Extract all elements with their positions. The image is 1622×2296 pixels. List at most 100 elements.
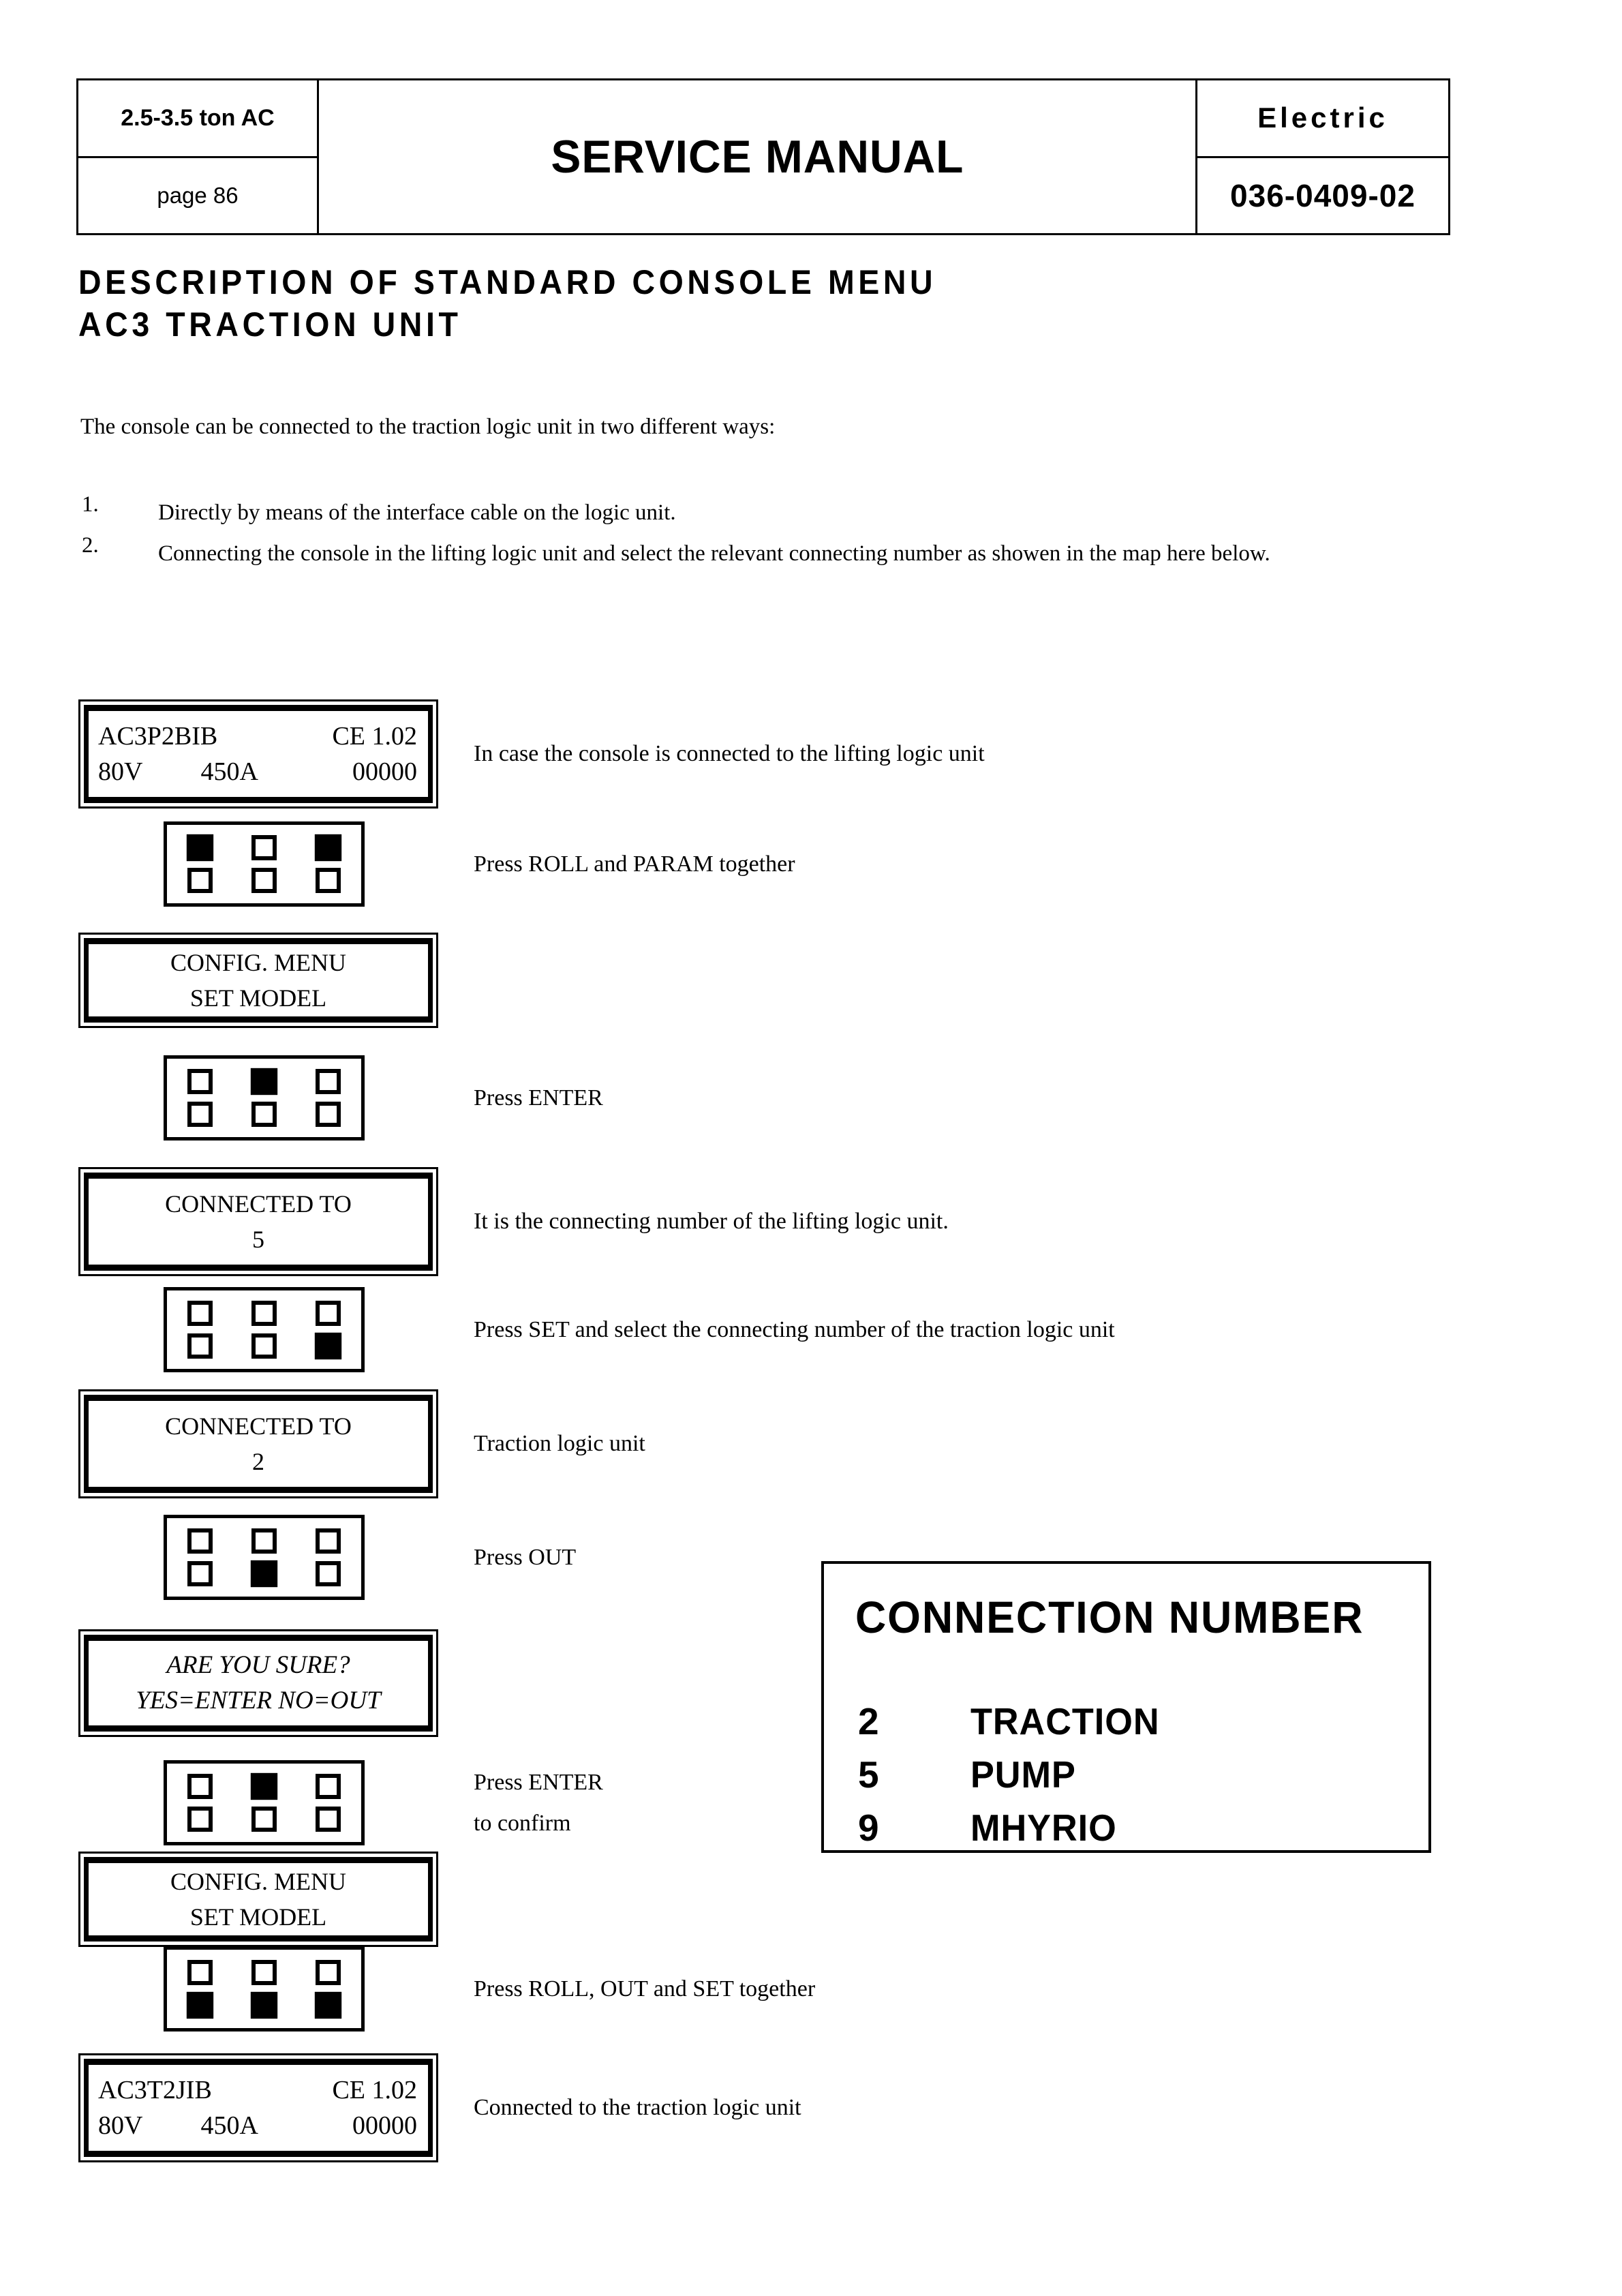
step-caption: Connected to the traction logic unit bbox=[474, 2095, 801, 2120]
list-item-1-number: 1. bbox=[82, 492, 99, 517]
key bbox=[251, 1333, 277, 1359]
step-lcd-lifting: AC3P2BIB CE 1.02 80V 450A 00000 In case … bbox=[78, 699, 1544, 809]
lcd-line1: CONFIG. MENU bbox=[170, 1868, 346, 1895]
step-caption: Press OUT bbox=[474, 1544, 577, 1570]
console-lcd-display: CONFIG. MENU SET MODEL bbox=[78, 933, 438, 1028]
key bbox=[187, 868, 213, 893]
model-cell: 2.5-3.5 ton AC bbox=[78, 80, 317, 158]
lcd-line2: YES=ENTER NO=OUT bbox=[136, 1687, 381, 1715]
lcd-line2: SET MODEL bbox=[189, 1903, 327, 1931]
connection-number-box: CONNECTION NUMBER 2 TRACTION 5 PUMP 9 MH… bbox=[821, 1561, 1431, 1853]
connection-row-pump: 5 PUMP bbox=[858, 1756, 1428, 1794]
key bbox=[316, 1528, 341, 1554]
console-lcd-display: AC3P2BIB CE 1.02 80V 450A 00000 bbox=[78, 699, 438, 809]
list-item-1: 1. Directly by means of the interface ca… bbox=[82, 492, 1494, 533]
lcd-line1: CONFIG. MENU bbox=[170, 949, 346, 976]
console-lcd-display: AC3T2JIB CE 1.02 80V 450A 00000 bbox=[78, 2053, 438, 2162]
section-title-line2: AC3 TRACTION UNIT bbox=[78, 305, 462, 344]
key bbox=[187, 1960, 213, 1985]
doc-number: 036-0409-02 bbox=[1230, 177, 1416, 213]
lcd-line2: SET MODEL bbox=[189, 984, 327, 1012]
key-pressed bbox=[250, 1068, 278, 1096]
step-connected-to-2: CONNECTED TO 2 Traction logic unit bbox=[78, 1389, 1544, 1498]
list-item-2-number: 2. bbox=[82, 533, 99, 558]
step-caption-line2: to confirm bbox=[474, 1810, 571, 1836]
step-press-set: Press SET and select the connecting numb… bbox=[78, 1287, 1544, 1372]
step-caption: Press ROLL, OUT and SET together bbox=[474, 1976, 816, 2002]
console-lcd-display: CONFIG. MENU SET MODEL bbox=[78, 1852, 438, 1947]
console-keypad bbox=[164, 1760, 365, 1845]
doc-number-cell: 036-0409-02 bbox=[1197, 158, 1448, 234]
step-press-enter-confirm: Press ENTER to confirm bbox=[78, 1760, 1544, 1845]
key bbox=[316, 1102, 341, 1127]
lcd-screen: ARE YOU SURE? YES=ENTER NO=OUT bbox=[84, 1635, 433, 1732]
key-pressed bbox=[314, 834, 342, 862]
connection-row-number: 5 bbox=[858, 1753, 879, 1796]
console-keypad bbox=[164, 1055, 365, 1141]
console-keypad bbox=[164, 1287, 365, 1372]
key bbox=[187, 1301, 213, 1326]
lcd-model-text: AC3T2JIB bbox=[98, 2076, 212, 2104]
key bbox=[316, 1960, 341, 1985]
connection-row-traction: 2 TRACTION bbox=[858, 1703, 1428, 1740]
lcd-voltage-text: 80V bbox=[98, 757, 143, 786]
lcd-screen: CONNECTED TO 5 bbox=[84, 1173, 433, 1271]
list-item-2-text: Connecting the console in the lifting lo… bbox=[158, 541, 1270, 566]
connection-row-label: MHYRIO bbox=[970, 1807, 1117, 1849]
key bbox=[251, 1528, 277, 1554]
lcd-version-text: CE 1.02 bbox=[332, 722, 417, 751]
connection-row-number: 2 bbox=[858, 1700, 879, 1742]
model-label: 2.5-3.5 ton AC bbox=[121, 104, 275, 131]
console-lcd-display: ARE YOU SURE? YES=ENTER NO=OUT bbox=[78, 1629, 438, 1737]
connection-number-title: CONNECTION NUMBER bbox=[855, 1592, 1364, 1642]
key bbox=[316, 1561, 341, 1586]
key-pressed bbox=[250, 1772, 278, 1800]
step-caption: Press ENTER to confirm bbox=[474, 1762, 1496, 1844]
lcd-screen: AC3T2JIB CE 1.02 80V 450A 00000 bbox=[84, 2059, 433, 2157]
key bbox=[251, 835, 277, 860]
key bbox=[251, 868, 277, 893]
list-item-1-text: Directly by means of the interface cable… bbox=[158, 500, 676, 525]
console-keypad bbox=[164, 1946, 365, 2031]
lcd-line1: ARE YOU SURE? bbox=[166, 1651, 350, 1679]
lcd-model-text: AC3P2BIB bbox=[98, 722, 218, 751]
key bbox=[316, 1301, 341, 1326]
section-title-line1: DESCRIPTION OF STANDARD CONSOLE MENU bbox=[78, 263, 937, 301]
step-press-enter: Press ENTER bbox=[78, 1055, 1544, 1141]
connection-number-rows: 2 TRACTION 5 PUMP 9 MHYRIO bbox=[858, 1703, 1428, 1847]
key bbox=[187, 1333, 213, 1359]
key bbox=[251, 1960, 277, 1985]
key bbox=[187, 1102, 213, 1127]
lcd-line2: 2 bbox=[252, 1448, 264, 1475]
key bbox=[187, 1069, 213, 1094]
lcd-line1: CONNECTED TO bbox=[165, 1190, 352, 1218]
header-center-column: SERVICE MANUAL bbox=[319, 80, 1195, 233]
section-title: DESCRIPTION OF STANDARD CONSOLE MENU AC3… bbox=[78, 261, 936, 346]
connection-row-mhyrio: 9 MHYRIO bbox=[858, 1809, 1428, 1847]
page-number: page 86 bbox=[157, 182, 239, 208]
step-config-menu-2: CONFIG. MENU SET MODEL bbox=[78, 1852, 1544, 1947]
step-caption: Press ENTER bbox=[474, 1085, 603, 1111]
lcd-counter-text: 00000 bbox=[352, 2111, 417, 2140]
lcd-screen: AC3P2BIB CE 1.02 80V 450A 00000 bbox=[84, 705, 433, 803]
connection-row-label: TRACTION bbox=[970, 1700, 1160, 1742]
key bbox=[316, 868, 341, 893]
key-pressed bbox=[314, 1332, 342, 1360]
key bbox=[187, 1528, 213, 1554]
header-right-column: Electric 036-0409-02 bbox=[1195, 80, 1448, 233]
list-item-2: 2. Connecting the console in the lifting… bbox=[82, 533, 1494, 574]
key-pressed bbox=[314, 1991, 342, 2019]
key bbox=[251, 1301, 277, 1326]
key bbox=[316, 1807, 341, 1832]
document-title: SERVICE MANUAL bbox=[550, 131, 964, 183]
key bbox=[251, 1102, 277, 1127]
key-pressed bbox=[250, 1560, 278, 1588]
lcd-voltage-text: 80V bbox=[98, 2111, 143, 2140]
step-caption: It is the connecting number of the lifti… bbox=[474, 1209, 949, 1234]
step-press-out: Press OUT bbox=[78, 1515, 1544, 1600]
lcd-screen: CONNECTED TO 2 bbox=[84, 1395, 433, 1493]
lcd-version-text: CE 1.02 bbox=[332, 2076, 417, 2104]
key bbox=[187, 1561, 213, 1586]
page-number-cell: page 86 bbox=[78, 158, 317, 234]
